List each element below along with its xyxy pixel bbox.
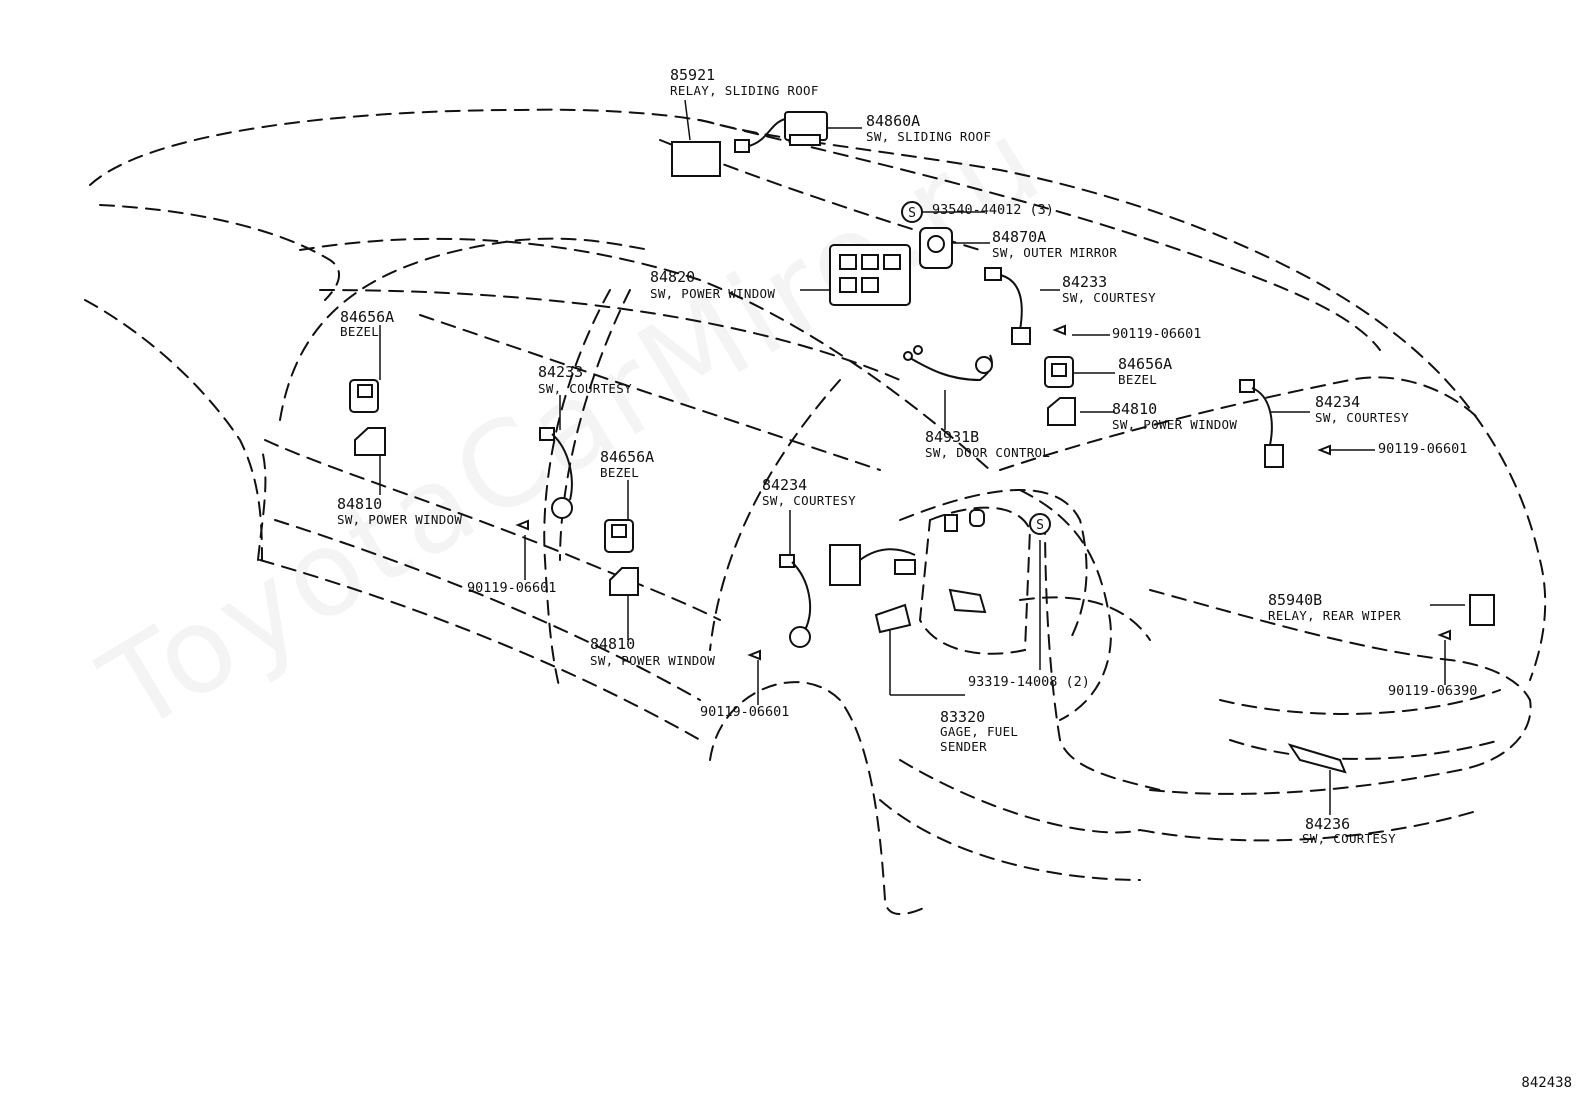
callout-84234-right-part: 84234	[1315, 393, 1361, 411]
callout-84656a-left-part: 84656A	[340, 308, 395, 326]
callout-84656a-middle-name: BEZEL	[600, 465, 640, 480]
callout-83320-name: GAGE, FUEL	[940, 724, 1019, 739]
callout-90119-4-part: 90119-06601	[700, 704, 790, 720]
callout-84656a-right-name: BEZEL	[1118, 372, 1158, 387]
power-window-switch-left-part	[354, 427, 386, 456]
callout-84810-middle-name: SW, POWER WINDOW	[590, 653, 716, 668]
callout-90119-1-part: 90119-06601	[1112, 326, 1202, 342]
callout-90119-06390-part: 90119-06390	[1388, 683, 1478, 699]
callout-84810-left-name: SW, POWER WINDOW	[337, 512, 463, 527]
callout-84234-left-part: 84234	[762, 476, 808, 494]
callout-83320-part: 83320	[940, 708, 986, 726]
callout-84233-left-name: SW, COURTESY	[538, 381, 632, 396]
marker-circle-1	[901, 201, 923, 223]
callout-90119-3-part: 90119-06601	[467, 580, 557, 596]
sliding-roof-relay-part	[671, 141, 721, 177]
callout-83320-name2: SENDER	[940, 739, 987, 754]
callout-84236-part: 84236	[1305, 815, 1351, 833]
callout-84810-right-part: 84810	[1112, 400, 1158, 418]
callout-84931b-part: 84931B	[925, 428, 980, 446]
callout-93319-part: 93319-14008 (2)	[968, 674, 1090, 690]
callout-85940b-part: 85940B	[1268, 591, 1323, 609]
callout-84656a-middle-part: 84656A	[600, 448, 655, 466]
callout-84656a-left-name: BEZEL	[340, 324, 380, 339]
power-window-switch-right-part	[1047, 397, 1076, 426]
marker-s-1: S	[908, 206, 916, 221]
marker-circle-2	[1029, 513, 1051, 535]
callout-84656a-right-part: 84656A	[1118, 355, 1173, 373]
diagram-code: 842438	[1521, 1075, 1572, 1091]
callout-84870a-name: SW, OUTER MIRROR	[992, 245, 1118, 260]
callout-84810-right-name: SW, POWER WINDOW	[1112, 417, 1238, 432]
callout-84860a-part: 84860A	[866, 112, 921, 130]
callout-84236-name: SW, COURTESY	[1302, 831, 1396, 846]
callout-93540-part: 93540-44012 (3)	[932, 202, 1054, 218]
callout-85940b-name: RELAY, REAR WIPER	[1268, 608, 1402, 623]
callout-84233-right-name: SW, COURTESY	[1062, 290, 1156, 305]
callout-84820-name: SW, POWER WINDOW	[650, 286, 776, 301]
callout-84810-middle-part: 84810	[590, 635, 636, 653]
callout-84233-left-part: 84233	[538, 363, 584, 381]
callout-90119-2-part: 90119-06601	[1378, 441, 1468, 457]
fuel-sender-part	[829, 544, 861, 586]
callout-85921-name: RELAY, SLIDING ROOF	[670, 83, 819, 98]
callout-84860a-name: SW, SLIDING ROOF	[866, 129, 992, 144]
callout-84870a-part: 84870A	[992, 228, 1047, 246]
callout-84820-part: 84820	[650, 268, 696, 286]
power-window-switch-middle-part	[609, 567, 639, 596]
callout-84233-right-part: 84233	[1062, 273, 1108, 291]
rear-wiper-relay-part	[1469, 594, 1495, 626]
callout-84810-left-part: 84810	[337, 495, 383, 513]
callout-85921-part: 85921	[670, 66, 716, 84]
callout-84931b-name: SW, DOOR CONTROL	[925, 445, 1051, 460]
marker-s-2: S	[1036, 518, 1044, 533]
callout-84234-right-name: SW, COURTESY	[1315, 410, 1409, 425]
callout-84234-left-name: SW, COURTESY	[762, 493, 856, 508]
rear-courtesy-switch-part	[1287, 743, 1347, 774]
